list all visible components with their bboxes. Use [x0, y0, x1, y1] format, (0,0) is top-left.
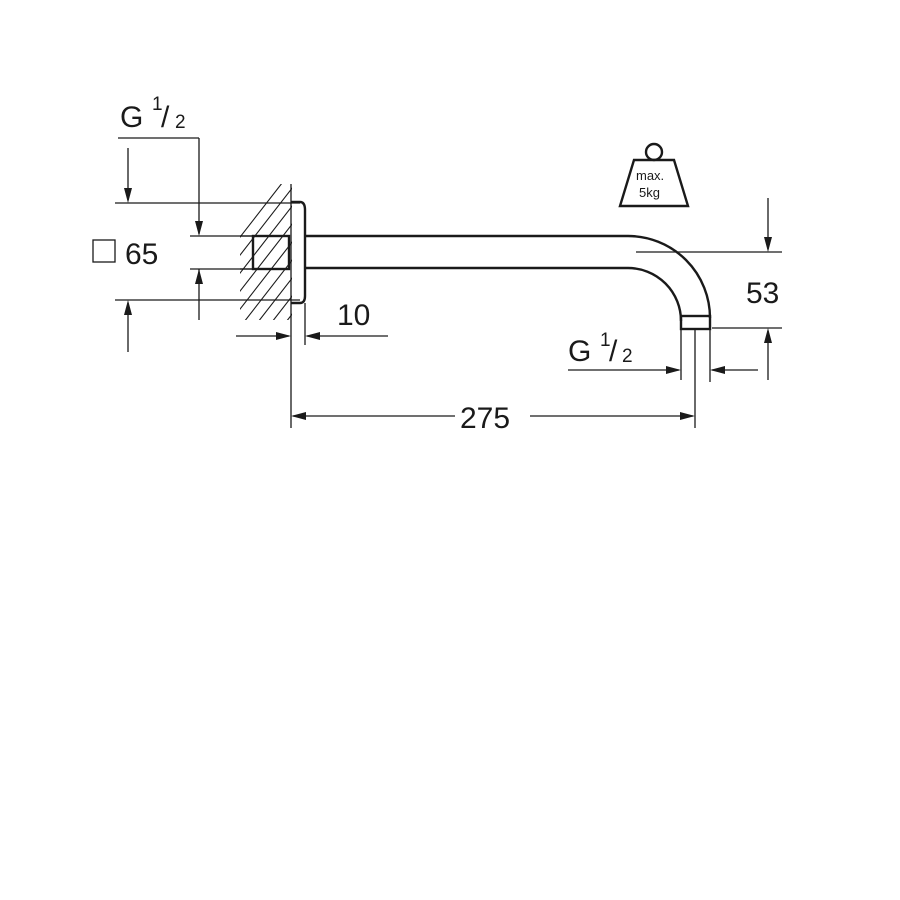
inlet-thread-slash: /: [161, 101, 170, 134]
inlet-thread-numerator: 1: [152, 94, 163, 115]
outlet-thread-numerator: 1: [600, 330, 611, 351]
drop-height-dimension: [636, 198, 782, 380]
rosette-depth-value: 10: [337, 299, 370, 332]
drop-height-value: 53: [746, 277, 779, 310]
square-symbol: [92, 239, 116, 263]
wall-hatching: [240, 184, 292, 320]
arm-length-value: 275: [460, 402, 510, 435]
weight-icon: [618, 142, 690, 208]
outlet-thread-dimension: [568, 330, 758, 382]
arm-length-dimension: [290, 330, 696, 428]
max-load-line1: max.: [636, 168, 664, 183]
inlet-thread-letter: G: [120, 101, 143, 134]
shower-arm-pipe: [305, 234, 712, 319]
outlet-thread-denominator: 2: [622, 346, 633, 367]
rosette-size-value: 65: [125, 238, 158, 271]
outlet-nut: [679, 314, 712, 331]
wall-rosette: [291, 200, 307, 305]
shower-arm-pipe-inner: [305, 266, 683, 322]
inlet-thread-dimension: [118, 137, 252, 320]
rosette-depth-dimension: [236, 303, 388, 345]
outlet-thread-slash: /: [609, 335, 618, 368]
rosette-size-dimension: [115, 148, 300, 352]
outlet-thread-letter: G: [568, 335, 591, 368]
inlet-thread-denominator: 2: [175, 112, 186, 133]
max-load-line2: 5kg: [639, 185, 660, 200]
